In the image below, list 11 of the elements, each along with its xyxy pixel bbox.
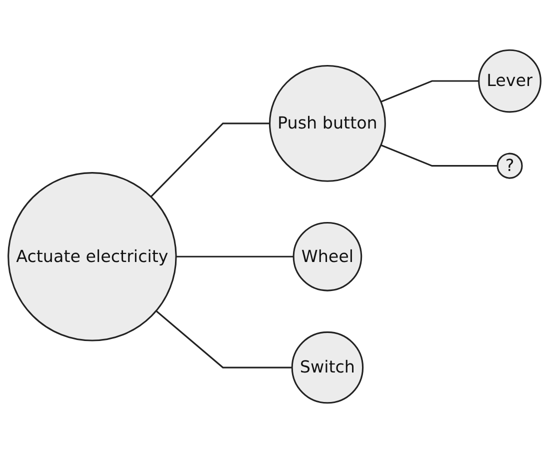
node-circle: ? — [496, 152, 523, 179]
connector — [156, 310, 292, 368]
node-circle: Push button — [268, 64, 386, 182]
connector — [150, 122, 270, 198]
node-circle: Lever — [478, 49, 542, 113]
node-circle: Actuate electricity — [8, 172, 177, 342]
connector — [380, 80, 479, 102]
connector — [176, 256, 294, 258]
connector — [380, 144, 498, 167]
node-circle: Wheel — [292, 222, 362, 292]
node-circle: Switch — [291, 331, 364, 404]
